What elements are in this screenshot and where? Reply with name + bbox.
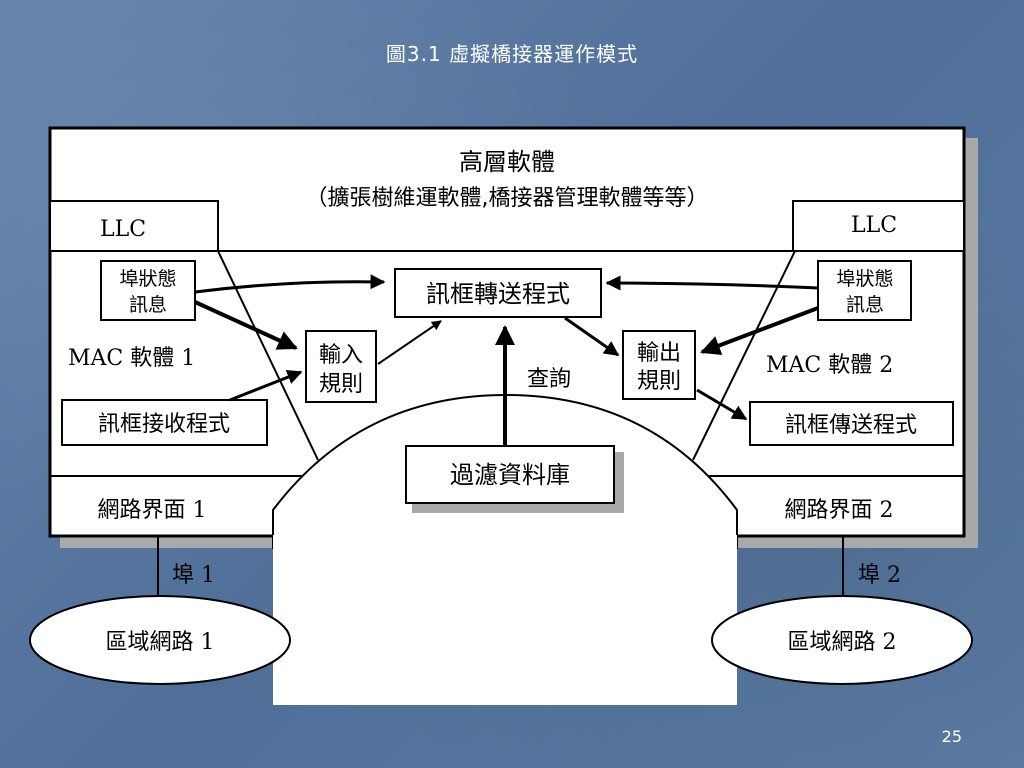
top-subtitle: （擴張樹維運軟體,橋接器管理軟體等等） <box>306 186 709 211</box>
page-number: 25 <box>941 727 962 746</box>
output-rules-box <box>622 330 696 400</box>
lan-right-label: 區域網路 2 <box>788 630 897 655</box>
slide-title: 圖3.1 虛擬橋接器運作模式 <box>385 42 639 66</box>
port-status-right-line1: 埠狀態 <box>836 268 893 290</box>
lan-left-label: 區域網路 1 <box>106 630 215 655</box>
llc-left-label: LLC <box>100 217 146 242</box>
mac-right-label: MAC 軟體 2 <box>766 353 893 378</box>
port-status-left-box <box>100 260 196 321</box>
port-status-left-line1: 埠狀態 <box>119 268 176 290</box>
llc-right-label: LLC <box>851 213 897 238</box>
arrow-forward-to-output <box>564 316 620 357</box>
query-label: 查詢 <box>527 367 571 392</box>
frame-forwarding-label: 訊框轉送程式 <box>426 280 570 308</box>
filter-db-label: 過濾資料庫 <box>450 461 570 489</box>
lan-right-ellipse <box>711 595 973 685</box>
port-left-label: 埠 1 <box>172 563 215 588</box>
port-status-right-box <box>817 260 912 321</box>
llc-left-box <box>49 200 219 252</box>
arrow-status-to-input <box>194 300 298 350</box>
arrow-status-to-forward-left <box>194 274 386 294</box>
input-rules-box <box>305 330 377 403</box>
frame-forwarding-box <box>394 268 602 318</box>
frame-transmit-label: 訊框傳送程式 <box>785 413 917 438</box>
frame-receive-label: 訊框接收程式 <box>98 412 230 437</box>
port-right-label: 埠 2 <box>858 563 901 588</box>
port-status-right-line2: 訊息 <box>846 294 884 316</box>
arrow-input-to-forward <box>377 320 442 365</box>
output-rules-line2: 規則 <box>637 369 681 394</box>
llc-right-box <box>792 200 965 252</box>
port-status-left-line2: 訊息 <box>129 294 167 316</box>
arch-body <box>273 535 737 705</box>
lan-left-ellipse <box>29 595 291 685</box>
frame-transmit-box <box>749 401 954 446</box>
arrow-status-to-output <box>700 306 819 355</box>
input-rules-line2: 規則 <box>319 372 363 397</box>
frame-receive-box <box>61 399 268 446</box>
input-rules-line1: 輸入 <box>319 343 363 368</box>
diag-left <box>217 250 319 461</box>
filter-db-box <box>405 445 615 504</box>
mac-left-label: MAC 軟體 1 <box>68 346 195 371</box>
top-title: 高層軟體 <box>459 148 555 176</box>
output-rules-line1: 輸出 <box>637 341 681 366</box>
arrow-output-to-transmit <box>696 388 748 421</box>
arrow-status-to-forward-right <box>605 275 819 291</box>
arrow-receive-to-input <box>229 369 303 402</box>
net-if-left-label: 網路界面 1 <box>98 498 207 523</box>
net-if-right-label: 網路界面 2 <box>785 498 894 523</box>
